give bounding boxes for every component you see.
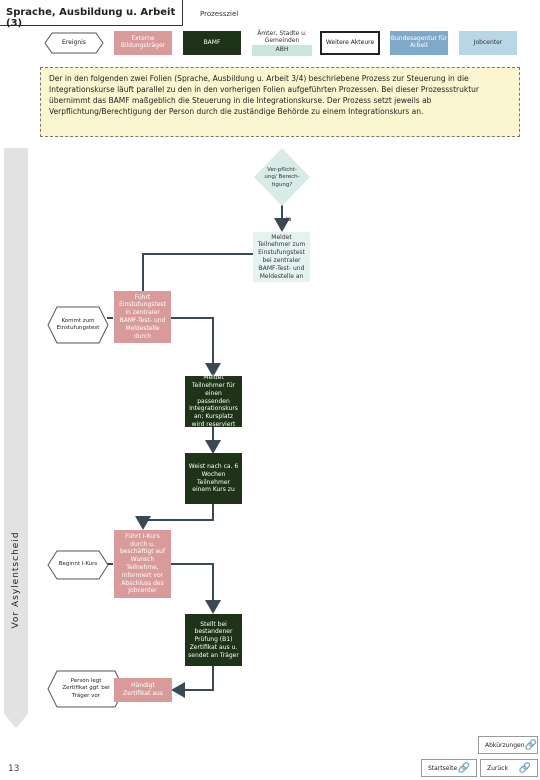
connector-fuehrt-to-meldet2 (171, 317, 221, 377)
node-haendigt-zertifikat-aus: Händigt Zertifikat aus (114, 678, 172, 702)
connector-ikurs-to-stellt (171, 563, 221, 614)
legend-bundesagentur: Bundesagentur für Arbeit (390, 31, 448, 55)
zurueck-button[interactable]: Zurück 🔗 (480, 759, 538, 777)
legend-ereignis: Ereignis (62, 38, 86, 46)
startseite-label: Startseite (428, 764, 458, 772)
event2-shape (47, 550, 109, 580)
legend-weitere-akteure: Weitere Akteure (320, 31, 380, 55)
connector-stellt-to-haendigt (171, 666, 214, 698)
node-meldet-teilnehmer: Meldet Teilnehmer zum Einstufungstest be… (253, 232, 310, 282)
ja-label: Ja (286, 216, 292, 223)
node-fuehrt-ikurs-durch: Führt I-Kurs durch u. beschäftigt auf Wu… (114, 530, 171, 598)
startseite-button[interactable]: Startseite 🔗 (421, 759, 477, 777)
node-meldet-integrationskurs: Meldet Teilnehmer für einen passenden In… (185, 374, 242, 428)
legend-abh: ABH (252, 45, 312, 56)
decision-diamond-shape (254, 148, 310, 206)
info-note: Der in den folgenden zwei Folien (Sprach… (40, 67, 520, 137)
node-fuehrt-einstufungstest: Führt Einstufungstest in zentraler BAMF-… (114, 291, 171, 343)
process-goal-label: Prozessziel (200, 10, 239, 18)
zurueck-label: Zurück (487, 764, 508, 772)
connector-weist-to-ikurs (135, 504, 214, 530)
page-title: Sprache, Ausbildung u. Arbeit (3) (0, 0, 183, 29)
legend-externe-bildungstraeger: Externe Bildungsträger (114, 31, 172, 55)
node-weist-kurs-zu: Weist nach ca. 6 Wochen Teilnehmer einem… (185, 453, 242, 504)
event-beginnt-ikurs: Beginnt I-Kurs (58, 561, 98, 568)
legend-jobcenter: Jobcenter (459, 31, 517, 55)
legend-bamf: BAMF (183, 31, 241, 55)
event3-shape (47, 670, 125, 708)
event1-shape (47, 306, 109, 344)
abkuerzungen-label: Abkürzungen (485, 741, 525, 749)
event-person-legt-zertifikat-vor: Person legt Zertifikat ggf. bei Träger v… (62, 678, 110, 699)
page-number: 13 (8, 764, 20, 774)
link-icon: 🔗 (524, 739, 537, 751)
event-kommt-zum-einstufungstest: Kommt zum Einstufungstest (56, 317, 100, 331)
legend-event-shape (44, 32, 104, 54)
abkuerzungen-button[interactable]: Abkürzungen 🔗 (478, 736, 538, 754)
decision-verpflichtung: Ver-pflicht-ung/ Berech-tigung? (264, 167, 300, 188)
node-stellt-zertifikat-aus: Stellt bei bestandener Prüfung (B1) Zert… (185, 614, 242, 666)
link-icon: 🔗 (518, 762, 531, 774)
link-icon: 🔗 (457, 762, 470, 774)
lane-label-shape (4, 148, 28, 728)
legend-aemter: Ämter, Stadte u. Gemeinden (252, 30, 312, 45)
